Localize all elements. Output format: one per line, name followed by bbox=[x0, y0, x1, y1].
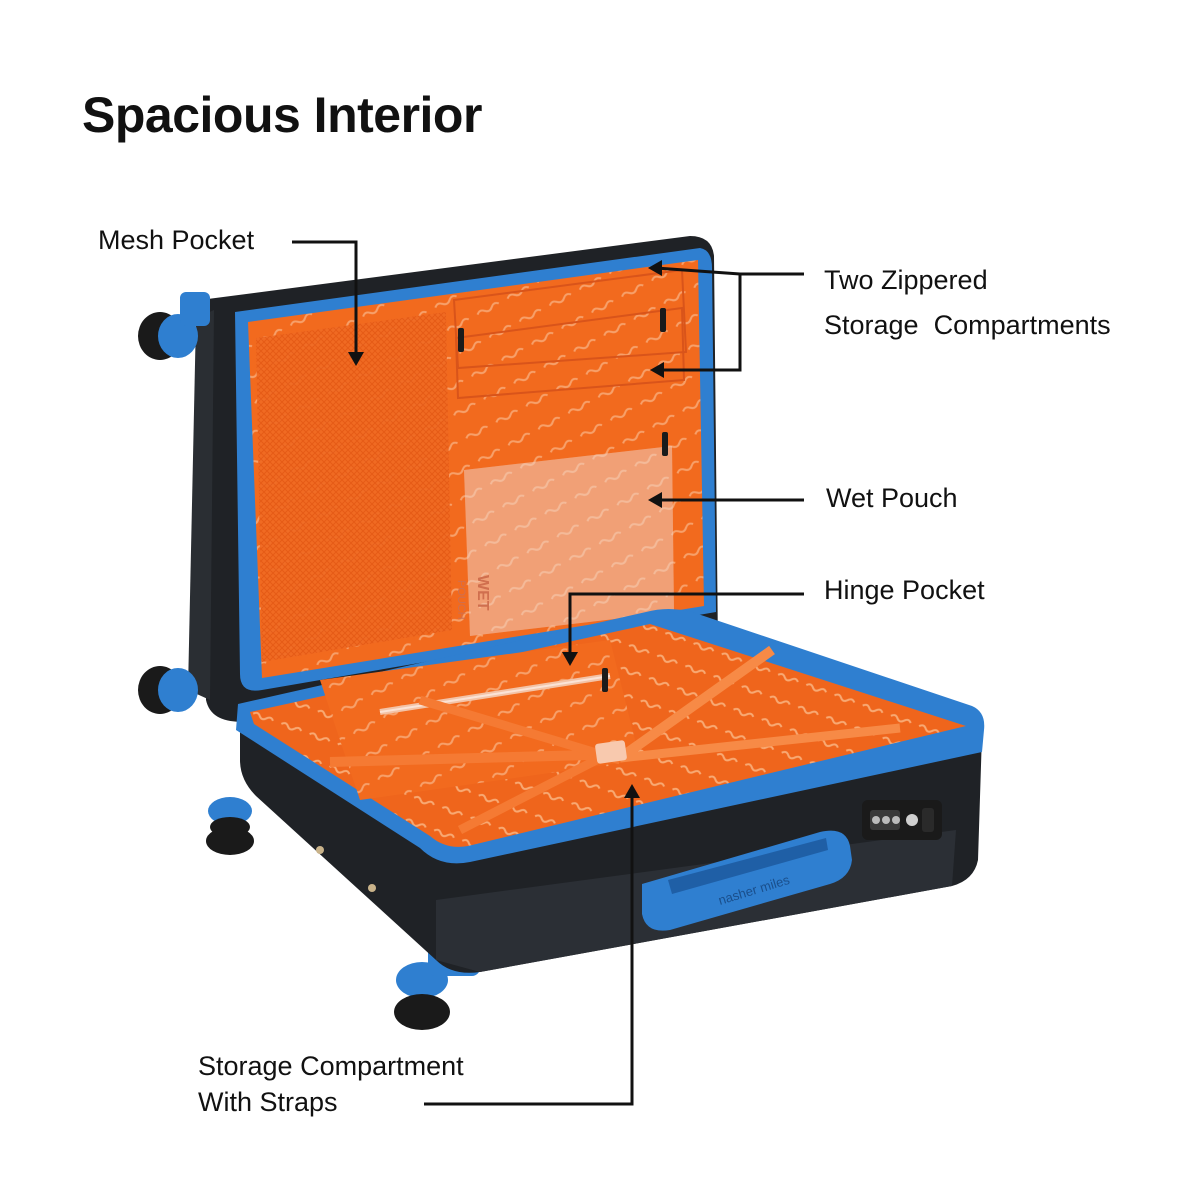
zippered-leader-upper bbox=[655, 266, 741, 276]
callout-wet-pouch: Wet Pouch bbox=[826, 480, 958, 516]
callout-storage-line1: Storage Compartment bbox=[198, 1051, 464, 1081]
callout-mesh-pocket: Mesh Pocket bbox=[98, 222, 254, 258]
page-title: Spacious Interior bbox=[82, 87, 482, 143]
callout-storage-line2: With Straps bbox=[198, 1087, 338, 1117]
pouch-print-line1: WET bbox=[474, 575, 491, 611]
callout-lines bbox=[292, 240, 804, 1106]
callout-arrowheads bbox=[348, 260, 664, 798]
callout-zippered-compartments: Two Zippered Storage Compartments bbox=[824, 258, 1111, 348]
lid-interior: WET POUCH bbox=[235, 248, 716, 691]
zipper-pull bbox=[660, 308, 666, 332]
carry-handle: nasher miles bbox=[642, 830, 852, 931]
zipper-pull bbox=[662, 432, 668, 456]
callout-hinge-pocket-text: Hinge Pocket bbox=[824, 575, 985, 605]
callout-storage-compartment: Storage Compartment With Straps bbox=[198, 1048, 464, 1120]
pouch-print-line2: POUCH bbox=[455, 580, 467, 620]
callout-mesh-pocket-text: Mesh Pocket bbox=[98, 225, 255, 255]
storage-straps-leader bbox=[424, 790, 634, 1106]
zippered-leader-lower bbox=[662, 272, 804, 372]
callout-hinge-pocket: Hinge Pocket bbox=[824, 572, 985, 608]
mesh-pocket-leader bbox=[292, 240, 358, 360]
callout-wet-pouch-text: Wet Pouch bbox=[826, 483, 958, 513]
callout-zippered-line1: Two Zippered bbox=[824, 265, 988, 295]
hinge-pocket-leader bbox=[568, 592, 804, 660]
combination-lock bbox=[862, 800, 942, 840]
callout-zippered-line2: Storage Compartments bbox=[824, 310, 1111, 340]
zipper-pull bbox=[458, 328, 464, 352]
rivets bbox=[316, 846, 376, 892]
compression-straps bbox=[329, 645, 901, 835]
